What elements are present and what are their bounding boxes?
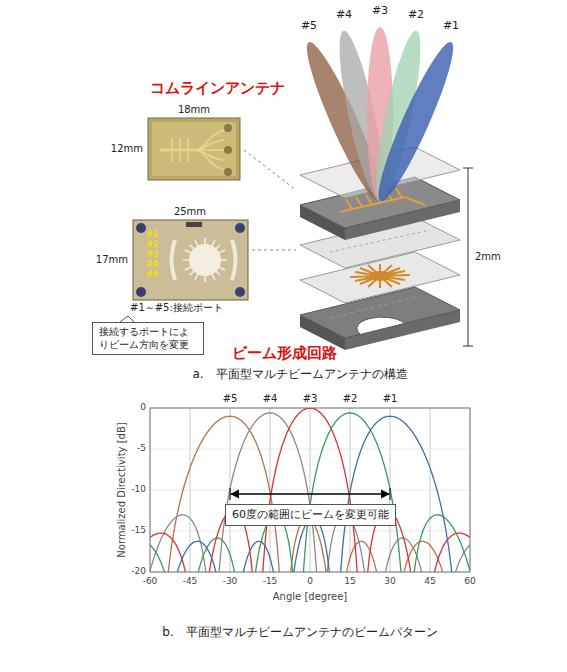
beam-number: #1 xyxy=(443,20,459,33)
beam-curve xyxy=(150,416,470,572)
beam-curves xyxy=(150,408,470,572)
tick-label: -15 xyxy=(131,525,146,535)
beam-number: #1 xyxy=(383,393,398,405)
antenna-photo xyxy=(148,118,240,180)
beam-number: #4 xyxy=(263,393,278,405)
dimension: 18mm xyxy=(178,104,210,116)
port-note: #1～#5:接続ポート xyxy=(130,302,223,314)
beam-curve xyxy=(150,413,470,572)
tick-label: -30 xyxy=(223,576,238,586)
beam-curve xyxy=(150,413,470,572)
tick-label: -60 xyxy=(143,576,158,586)
range-ticks xyxy=(230,488,390,500)
tick-label: 30 xyxy=(384,576,395,586)
port-number: #4 xyxy=(146,260,158,269)
beam-number: #3 xyxy=(303,393,318,405)
tick-label: -15 xyxy=(263,576,278,586)
dimension: 12mm xyxy=(111,143,143,155)
axis-title: Normalized Directivity [dB] xyxy=(116,422,128,557)
beam-curve xyxy=(150,416,470,572)
tick-label: -20 xyxy=(131,566,146,576)
beam-number: #5 xyxy=(301,20,317,33)
dimension: 17mm xyxy=(96,254,128,266)
part-name: ビーム形成回路 xyxy=(232,345,337,362)
caption: b. 平面型マルチビームアンテナのビームパターン xyxy=(162,626,437,640)
dimension: 2mm xyxy=(475,251,501,263)
beam-curve xyxy=(150,408,470,572)
dimension: 25mm xyxy=(174,206,206,218)
beam-number: #4 xyxy=(336,9,352,22)
beam-lobes xyxy=(297,27,463,206)
beam-number: #2 xyxy=(343,393,358,405)
tick-label: 0 xyxy=(140,402,146,412)
port-number: #2 xyxy=(146,240,158,249)
tick-label: 45 xyxy=(424,576,435,586)
beam-number: #5 xyxy=(223,393,238,405)
tick-label: -5 xyxy=(137,443,146,453)
annotation-box: 60度の範囲にビームを変更可能 xyxy=(225,504,396,526)
axis-title: Angle [degree] xyxy=(273,591,347,603)
caption: a. 平面型マルチビームアンテナの構造 xyxy=(192,368,407,382)
port-number: #1 xyxy=(146,230,158,239)
beam-number: #3 xyxy=(372,5,388,18)
circuit-photo xyxy=(133,220,248,300)
part-name: コムラインアンテナ xyxy=(150,80,285,97)
star-circuit xyxy=(350,264,410,288)
port-number: #5 xyxy=(146,270,158,279)
port-number: #3 xyxy=(146,250,158,259)
tick-label: 0 xyxy=(307,576,313,586)
box-text: 60度の範囲にビームを変更可能 xyxy=(232,508,389,522)
tick-label: 15 xyxy=(344,576,355,586)
range-arrow xyxy=(231,493,389,494)
beam-number: #2 xyxy=(408,9,424,22)
callout-box: 接続するポートによりビーム方向を変更 xyxy=(92,322,204,355)
chart-grid xyxy=(150,408,470,572)
box-text: 接続するポートによりビーム方向を変更 xyxy=(99,326,197,351)
tick-label: 60 xyxy=(464,576,475,586)
tick-label: -45 xyxy=(183,576,198,586)
plot-frame xyxy=(150,408,470,572)
tick-label: -10 xyxy=(131,484,146,494)
